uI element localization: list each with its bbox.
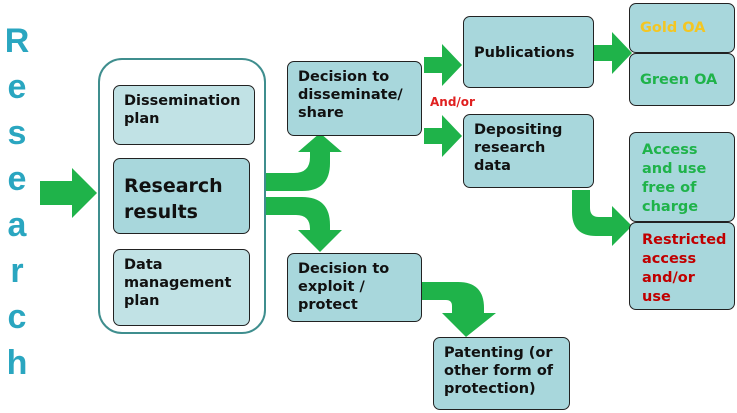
research-results-label: Research results (124, 175, 223, 223)
access-free-label: Access and use free of charge (642, 142, 707, 215)
entry-arrow (40, 168, 97, 218)
restricted-access-label: Restricted access and/or use (642, 232, 727, 305)
arrow-to-access (572, 190, 632, 246)
dissemination-plan-box: Dissemination plan (113, 85, 255, 145)
letter-e: e (7, 68, 27, 106)
research-vertical-label: R e s e a r c h (2, 18, 32, 386)
patenting-label: Patenting (or other form of protection) (444, 345, 554, 397)
data-management-plan-box: Data management plan (113, 249, 250, 326)
green-oa-box: Green OA (629, 53, 735, 106)
publications-box: Publications (463, 16, 594, 88)
arrow-to-publications (424, 44, 462, 86)
letter-h: h (6, 344, 28, 382)
arrow-to-patenting (422, 282, 496, 337)
gold-oa-label: Gold OA (640, 20, 706, 36)
letter-e-2: e (7, 160, 27, 198)
dissemination-plan-label: Dissemination plan (124, 93, 241, 127)
arrow-to-open-access (594, 32, 632, 74)
arrow-to-exploit (266, 197, 342, 252)
restricted-access-box: Restricted access and/or use (629, 222, 735, 310)
depositing-data-box: Depositing research data (463, 114, 594, 188)
letter-r-2: r (10, 252, 24, 290)
access-free-box: Access and use free of charge (629, 132, 735, 222)
letter-c: c (7, 298, 27, 336)
green-oa-label: Green OA (640, 72, 718, 88)
decision-disseminate-label: Decision to disseminate/ share (298, 69, 403, 121)
patenting-box: Patenting (or other form of protection) (433, 337, 570, 410)
letter-r: R (4, 22, 30, 60)
research-results-box: Research results (113, 158, 250, 234)
and-or-label: And/or (430, 95, 475, 109)
data-management-plan-label: Data management plan (124, 257, 232, 309)
arrow-to-disseminate (266, 133, 342, 191)
letter-a: a (7, 206, 27, 244)
letter-s: s (7, 114, 27, 152)
decision-exploit-box: Decision to exploit / protect (287, 253, 422, 322)
depositing-data-label: Depositing research data (474, 122, 563, 174)
decision-disseminate-box: Decision to disseminate/ share (287, 61, 422, 136)
arrow-to-depositing (424, 115, 462, 157)
decision-exploit-label: Decision to exploit / protect (298, 261, 390, 313)
publications-label: Publications (474, 45, 575, 61)
gold-oa-box: Gold OA (629, 3, 735, 53)
